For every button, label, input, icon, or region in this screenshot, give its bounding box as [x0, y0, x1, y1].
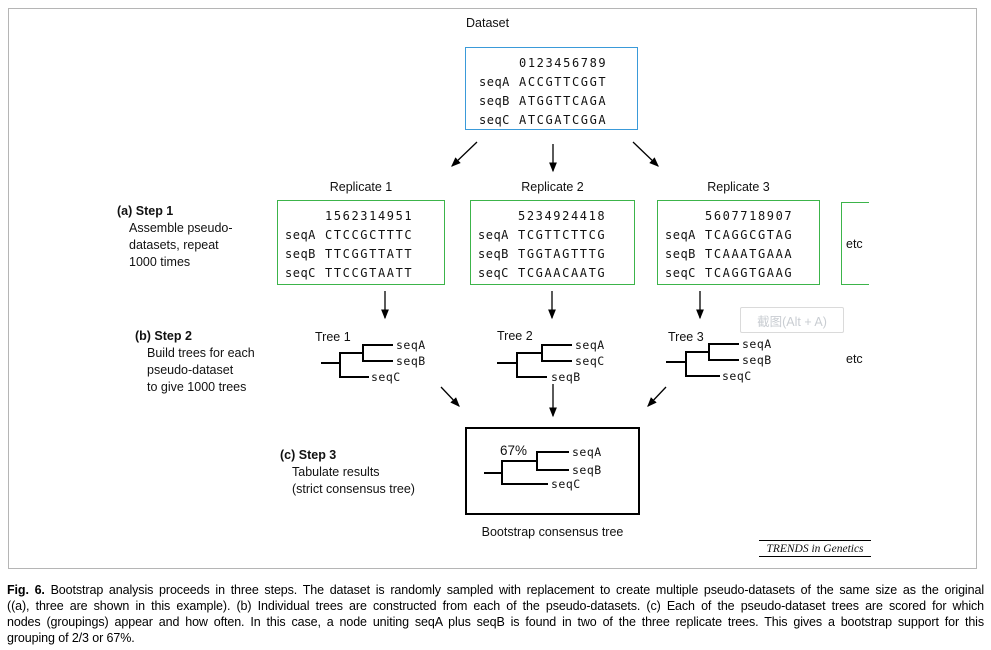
- position-header-row: 5234924418: [471, 206, 634, 225]
- consensus-box: [465, 427, 640, 515]
- dataset-title: Dataset: [466, 16, 510, 30]
- step-3-line: Tabulate results: [292, 465, 380, 479]
- position-header-row: 5607718907: [658, 206, 819, 225]
- sequence-name: seqB: [479, 93, 510, 108]
- caption-line: nodes (groupings) appear and how often. …: [7, 614, 984, 629]
- sequence-name: seqC: [478, 265, 509, 280]
- position-header-row: 0123456789: [466, 53, 637, 72]
- sequence-row: seqB TTCGGTTATT: [278, 244, 444, 263]
- sequence-value: TCAGGTGAAG: [705, 265, 794, 280]
- step-1-line: datasets, repeat: [129, 238, 219, 252]
- figure-caption: Fig. 6. Bootstrap analysis proceeds in t…: [7, 583, 984, 647]
- position-header: 0123456789: [519, 55, 608, 70]
- replicate-3-box: 5607718907 seqA TCAGGCGTAG seqB TCAAATGA…: [657, 200, 820, 285]
- step-3-line: (strict consensus tree): [292, 482, 415, 496]
- tree-1-leaf: seqB: [396, 354, 426, 368]
- tree-3-title: Tree 3: [668, 330, 704, 344]
- tree-3-leaf: seqC: [722, 369, 752, 383]
- sequence-value: TGGTAGTTTG: [518, 246, 607, 261]
- step-2-line: Build trees for each: [147, 346, 255, 360]
- sequence-name: seqB: [478, 246, 509, 261]
- sequence-name: seqB: [665, 246, 696, 261]
- bootstrap-support-value: 67%: [500, 443, 528, 458]
- tree-3-leaf: seqB: [742, 353, 772, 367]
- replicate-1-title: Replicate 1: [329, 180, 393, 194]
- tree-2-title: Tree 2: [497, 329, 533, 343]
- sequence-row: seqA CTCCGCTTTC: [278, 225, 444, 244]
- sequence-row: seqC ATCGATCGGA: [466, 110, 637, 129]
- replicate-etc-box: etc: [841, 202, 869, 285]
- sequence-value: ATCGATCGGA: [519, 112, 608, 127]
- consensus-leaf: seqA: [572, 445, 602, 459]
- sequence-row: seqB ATGGTTCAGA: [466, 91, 637, 110]
- dataset-box: 0123456789 seqA ACCGTTCGGT seqB ATGGTTCA…: [465, 47, 638, 130]
- tree-2-leaf: seqA: [575, 338, 605, 352]
- sequence-value: TCAGGCGTAG: [705, 227, 794, 242]
- tree-etc-label: etc: [846, 352, 863, 366]
- sequence-value: TCGTTCTTCG: [518, 227, 607, 242]
- step-3-heading: (c) Step 3: [280, 448, 337, 462]
- position-header-row: 1562314951: [278, 206, 444, 225]
- step-1-heading: (a) Step 1: [117, 204, 174, 218]
- caption-text: Bootstrap analysis proceeds in three ste…: [50, 583, 985, 597]
- replicate-2-title: Replicate 2: [521, 180, 584, 194]
- step-1-block: (a) Step 1 Assemble pseudo- datasets, re…: [117, 203, 233, 271]
- consensus-leaf: seqB: [572, 463, 602, 477]
- sequence-value: TCGAACAATG: [518, 265, 607, 280]
- tree-1-title: Tree 1: [315, 330, 351, 344]
- tree-3-leaf: seqA: [742, 337, 772, 351]
- screenshot-tool-button[interactable]: 截图(Alt + A): [740, 307, 844, 333]
- position-header: 5607718907: [705, 208, 794, 223]
- sequence-name: seqC: [665, 265, 696, 280]
- sequence-value: ATGGTTCAGA: [519, 93, 608, 108]
- sequence-name: seqC: [285, 265, 316, 280]
- position-header: 1562314951: [325, 208, 414, 223]
- sequence-row: seqA TCGTTCTTCG: [471, 225, 634, 244]
- sequence-value: TCAAATGAAA: [705, 246, 794, 261]
- replicate-1-box: 1562314951 seqA CTCCGCTTTC seqB TTCGGTTA…: [277, 200, 445, 285]
- sequence-value: TTCGGTTATT: [325, 246, 414, 261]
- sequence-name: seqA: [285, 227, 316, 242]
- tree-1-leaf: seqA: [396, 338, 426, 352]
- sequence-row: seqB TCAAATGAAA: [658, 244, 819, 263]
- sequence-row: seqB TGGTAGTTTG: [471, 244, 634, 263]
- caption-line: grouping of 2/3 or 67%.: [7, 630, 135, 645]
- sequence-row: seqA ACCGTTCGGT: [466, 72, 637, 91]
- sequence-row: seqC TTCCGTAATT: [278, 263, 444, 282]
- consensus-caption: Bootstrap consensus tree: [481, 525, 624, 539]
- step-1-line: Assemble pseudo-: [129, 221, 233, 235]
- caption-line: Fig. 6. Bootstrap analysis proceeds in t…: [7, 583, 984, 599]
- step-1-line: 1000 times: [129, 255, 191, 269]
- tree-1-leaf: seqC: [371, 370, 401, 384]
- journal-credit: TRENDS in Genetics: [759, 540, 871, 557]
- sequence-value: CTCCGCTTTC: [325, 227, 414, 242]
- sequence-name: seqB: [285, 246, 316, 261]
- tree-2-leaf: seqC: [575, 354, 605, 368]
- step-3-block: (c) Step 3 Tabulate results (strict cons…: [280, 447, 415, 498]
- sequence-name: seqA: [665, 227, 696, 242]
- sequence-row: seqA TCAGGCGTAG: [658, 225, 819, 244]
- tree-2-leaf: seqB: [551, 370, 581, 384]
- sequence-row: seqC TCGAACAATG: [471, 263, 634, 282]
- sequence-value: TTCCGTAATT: [325, 265, 414, 280]
- caption-figure-label: Fig. 6.: [7, 583, 45, 597]
- step-2-block: (b) Step 2 Build trees for each pseudo-d…: [135, 328, 255, 396]
- sequence-value: ACCGTTCGGT: [519, 74, 608, 89]
- etc-label: etc: [846, 236, 863, 251]
- step-2-heading: (b) Step 2: [135, 329, 192, 343]
- sequence-name: seqA: [479, 74, 510, 89]
- consensus-leaf: seqC: [551, 477, 581, 491]
- step-2-line: to give 1000 trees: [147, 380, 247, 394]
- step-2-line: pseudo-dataset: [147, 363, 234, 377]
- replicate-3-title: Replicate 3: [707, 180, 770, 194]
- position-header: 5234924418: [518, 208, 607, 223]
- caption-line: ((a), three are shown in this example). …: [7, 598, 984, 613]
- replicate-2-box: 5234924418 seqA TCGTTCTTCG seqB TGGTAGTT…: [470, 200, 635, 285]
- sequence-name: seqC: [479, 112, 510, 127]
- sequence-row: seqC TCAGGTGAAG: [658, 263, 819, 282]
- sequence-name: seqA: [478, 227, 509, 242]
